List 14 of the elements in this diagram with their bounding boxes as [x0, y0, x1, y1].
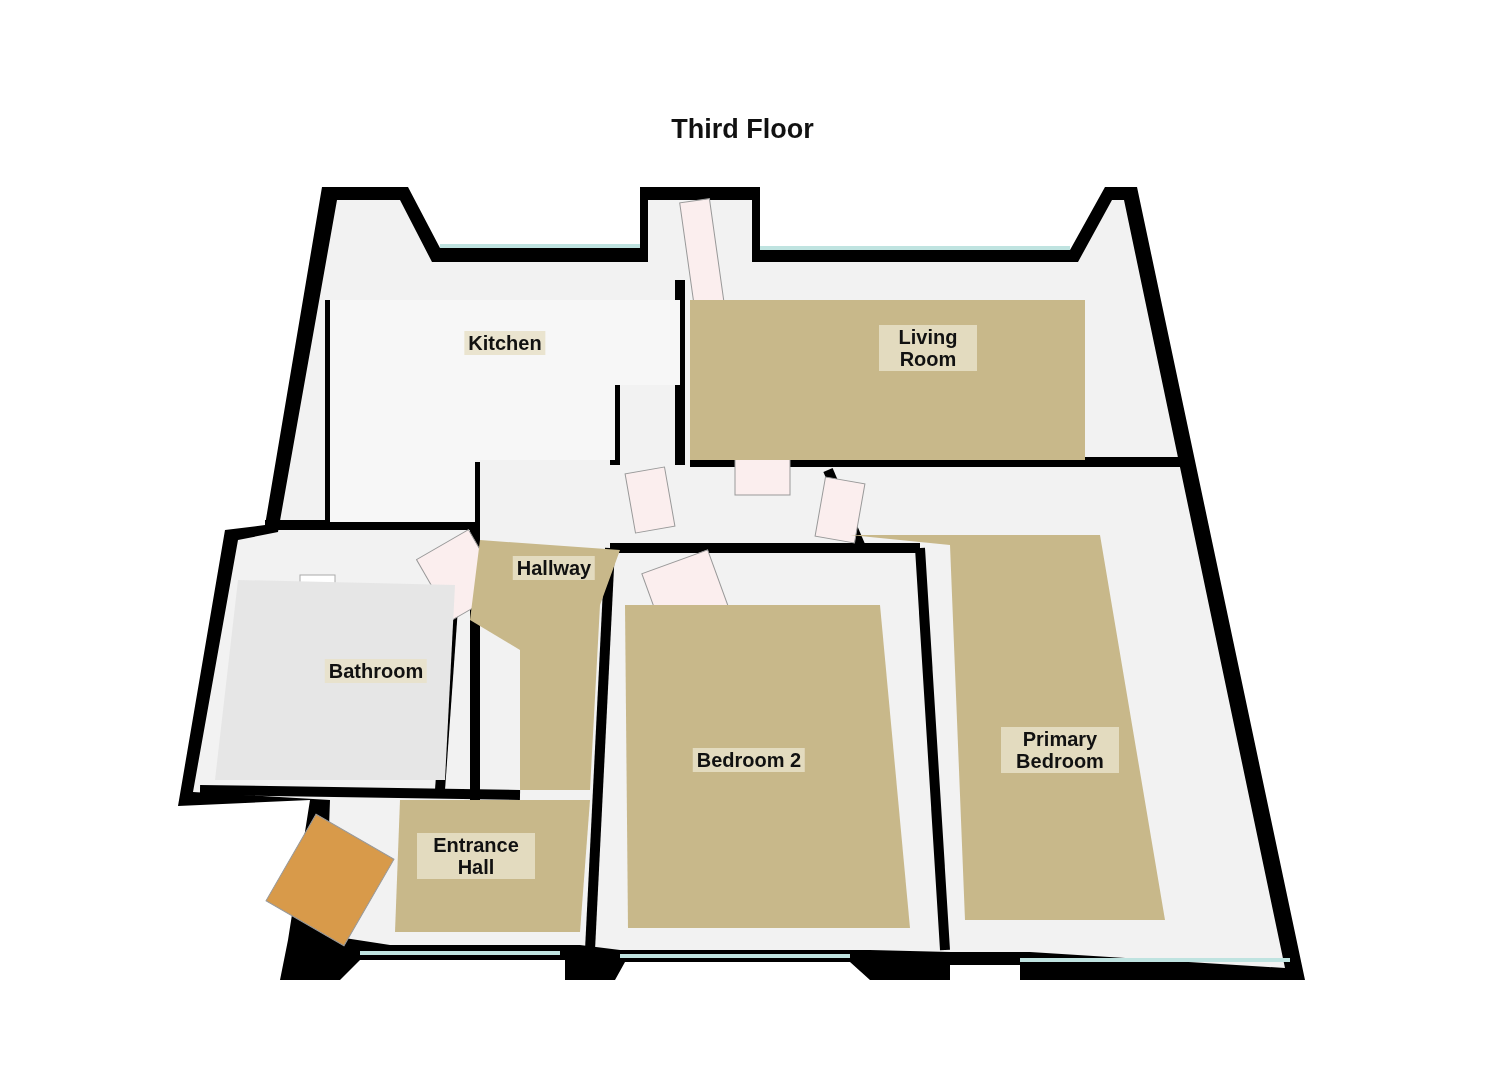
room-label: Living Room: [879, 325, 977, 371]
diagram-title: Third Floor: [671, 114, 814, 145]
room-floor: [395, 800, 590, 932]
room-floor: [215, 580, 455, 780]
room-label: Bathroom: [324, 659, 428, 683]
room-label: Hallway: [512, 556, 596, 580]
room-floor: [330, 300, 680, 522]
room-label: Kitchen: [464, 331, 546, 355]
room-floor: [690, 300, 1085, 460]
room-floor: [625, 605, 910, 928]
room-label: Entrance Hall: [417, 833, 535, 879]
room-label: Primary Bedroom: [1001, 727, 1119, 773]
room-label: Bedroom 2: [692, 748, 806, 772]
room-floor: [470, 540, 620, 790]
